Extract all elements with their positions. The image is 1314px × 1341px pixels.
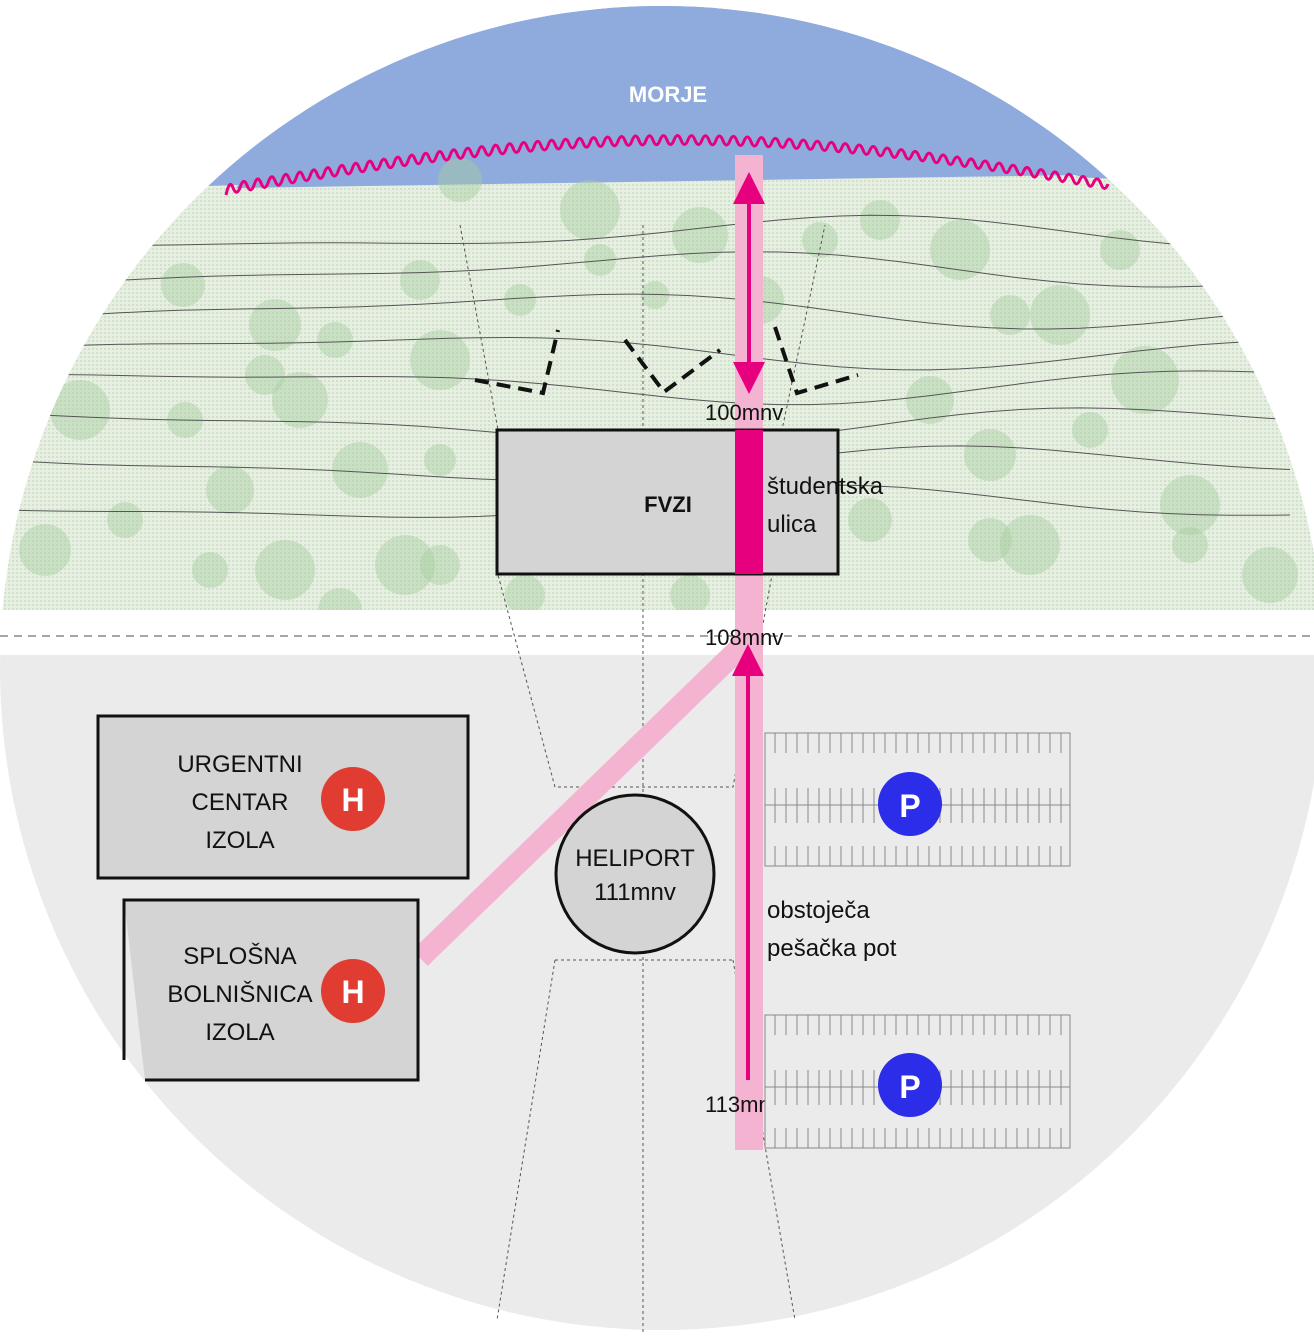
existing-path-label-1: obstoječa (767, 897, 870, 924)
heliport-circle (554, 793, 716, 955)
tree (206, 466, 254, 514)
tree (990, 295, 1030, 335)
student-street-label-2: ulica (767, 511, 817, 538)
tree (964, 429, 1016, 481)
urgent-label-1: URGENTNI (177, 751, 302, 778)
tree (560, 180, 620, 240)
contour-line (0, 370, 1291, 406)
general-hospital-building (124, 900, 418, 1080)
tree (641, 281, 669, 309)
urgent-label-2: CENTAR (192, 789, 289, 816)
tree (505, 575, 545, 615)
urgent-label-3: IZOLA (205, 827, 274, 854)
tree (375, 535, 435, 595)
parking-badge-upper (878, 772, 942, 836)
tree (968, 518, 1012, 562)
contour-line (0, 293, 1291, 330)
fvzi-building (495, 428, 840, 576)
tree (504, 284, 536, 316)
sea-label: MORJE (629, 82, 707, 107)
student-street-label-1: študentska (767, 473, 884, 500)
tree (107, 502, 143, 538)
level-108: 108mnv (705, 625, 783, 650)
tree (317, 322, 353, 358)
tree (802, 222, 838, 258)
hospital-badge-general (321, 959, 385, 1023)
tree (272, 372, 328, 428)
contour-line (0, 214, 1291, 255)
tree (438, 158, 482, 202)
parking-icon-upper: P (899, 788, 920, 824)
tree (1172, 527, 1208, 563)
heliport-label-2: 111mnv (594, 879, 676, 906)
parking-badge-lower (878, 1053, 942, 1117)
tree (161, 263, 205, 307)
tree (420, 545, 460, 585)
student-street (735, 430, 763, 574)
contour-line (0, 251, 1291, 290)
hospital-icon-urgent: H (341, 782, 364, 818)
hospital-label-1: SPLOŠNA (183, 942, 296, 970)
tree-group (19, 158, 1298, 632)
coastline-wave (224, 134, 1110, 196)
tree (670, 575, 710, 615)
diagonal-path-light (412, 632, 756, 966)
tree (424, 444, 456, 476)
hospital-icon-general: H (341, 974, 364, 1010)
level-100: 100mnv (705, 400, 783, 425)
tree (1100, 230, 1140, 270)
tree (410, 330, 470, 390)
slope-chevrons (474, 326, 859, 396)
tree (1160, 475, 1220, 535)
general-hospital-outline (122, 898, 420, 1082)
tree (24, 289, 56, 321)
tree (255, 540, 315, 600)
tree (192, 552, 228, 588)
tree (906, 376, 954, 424)
tree (672, 207, 728, 263)
tree (1072, 412, 1108, 448)
tree (848, 498, 892, 542)
tree (70, 205, 110, 245)
tree (1030, 285, 1090, 345)
sea-curve (236, 6, 1078, 188)
contour-line (0, 336, 1291, 371)
tree (19, 524, 71, 576)
tree (332, 442, 388, 498)
tree (249, 299, 301, 351)
fvzi-label: FVZI (644, 492, 692, 517)
tree (1111, 346, 1179, 414)
tree (860, 200, 900, 240)
hospital-label-2: BOLNIŠNICA (167, 980, 312, 1008)
tree (1242, 547, 1298, 603)
tree (50, 380, 110, 440)
heliport-label-1: HELIPORT (575, 845, 695, 872)
urgent-centre-building (96, 714, 470, 880)
tree (930, 220, 990, 280)
tree (1000, 515, 1060, 575)
tree (584, 244, 616, 276)
tree (400, 260, 440, 300)
divider-band (0, 610, 1314, 655)
parking-icon-lower: P (899, 1069, 920, 1105)
parking-lot-outline (764, 1014, 1071, 1149)
hospital-badge-urgent (321, 767, 385, 831)
tree (245, 355, 285, 395)
hospital-label-3: IZOLA (205, 1019, 274, 1046)
existing-path-label-2: pešačka pot (767, 935, 897, 962)
